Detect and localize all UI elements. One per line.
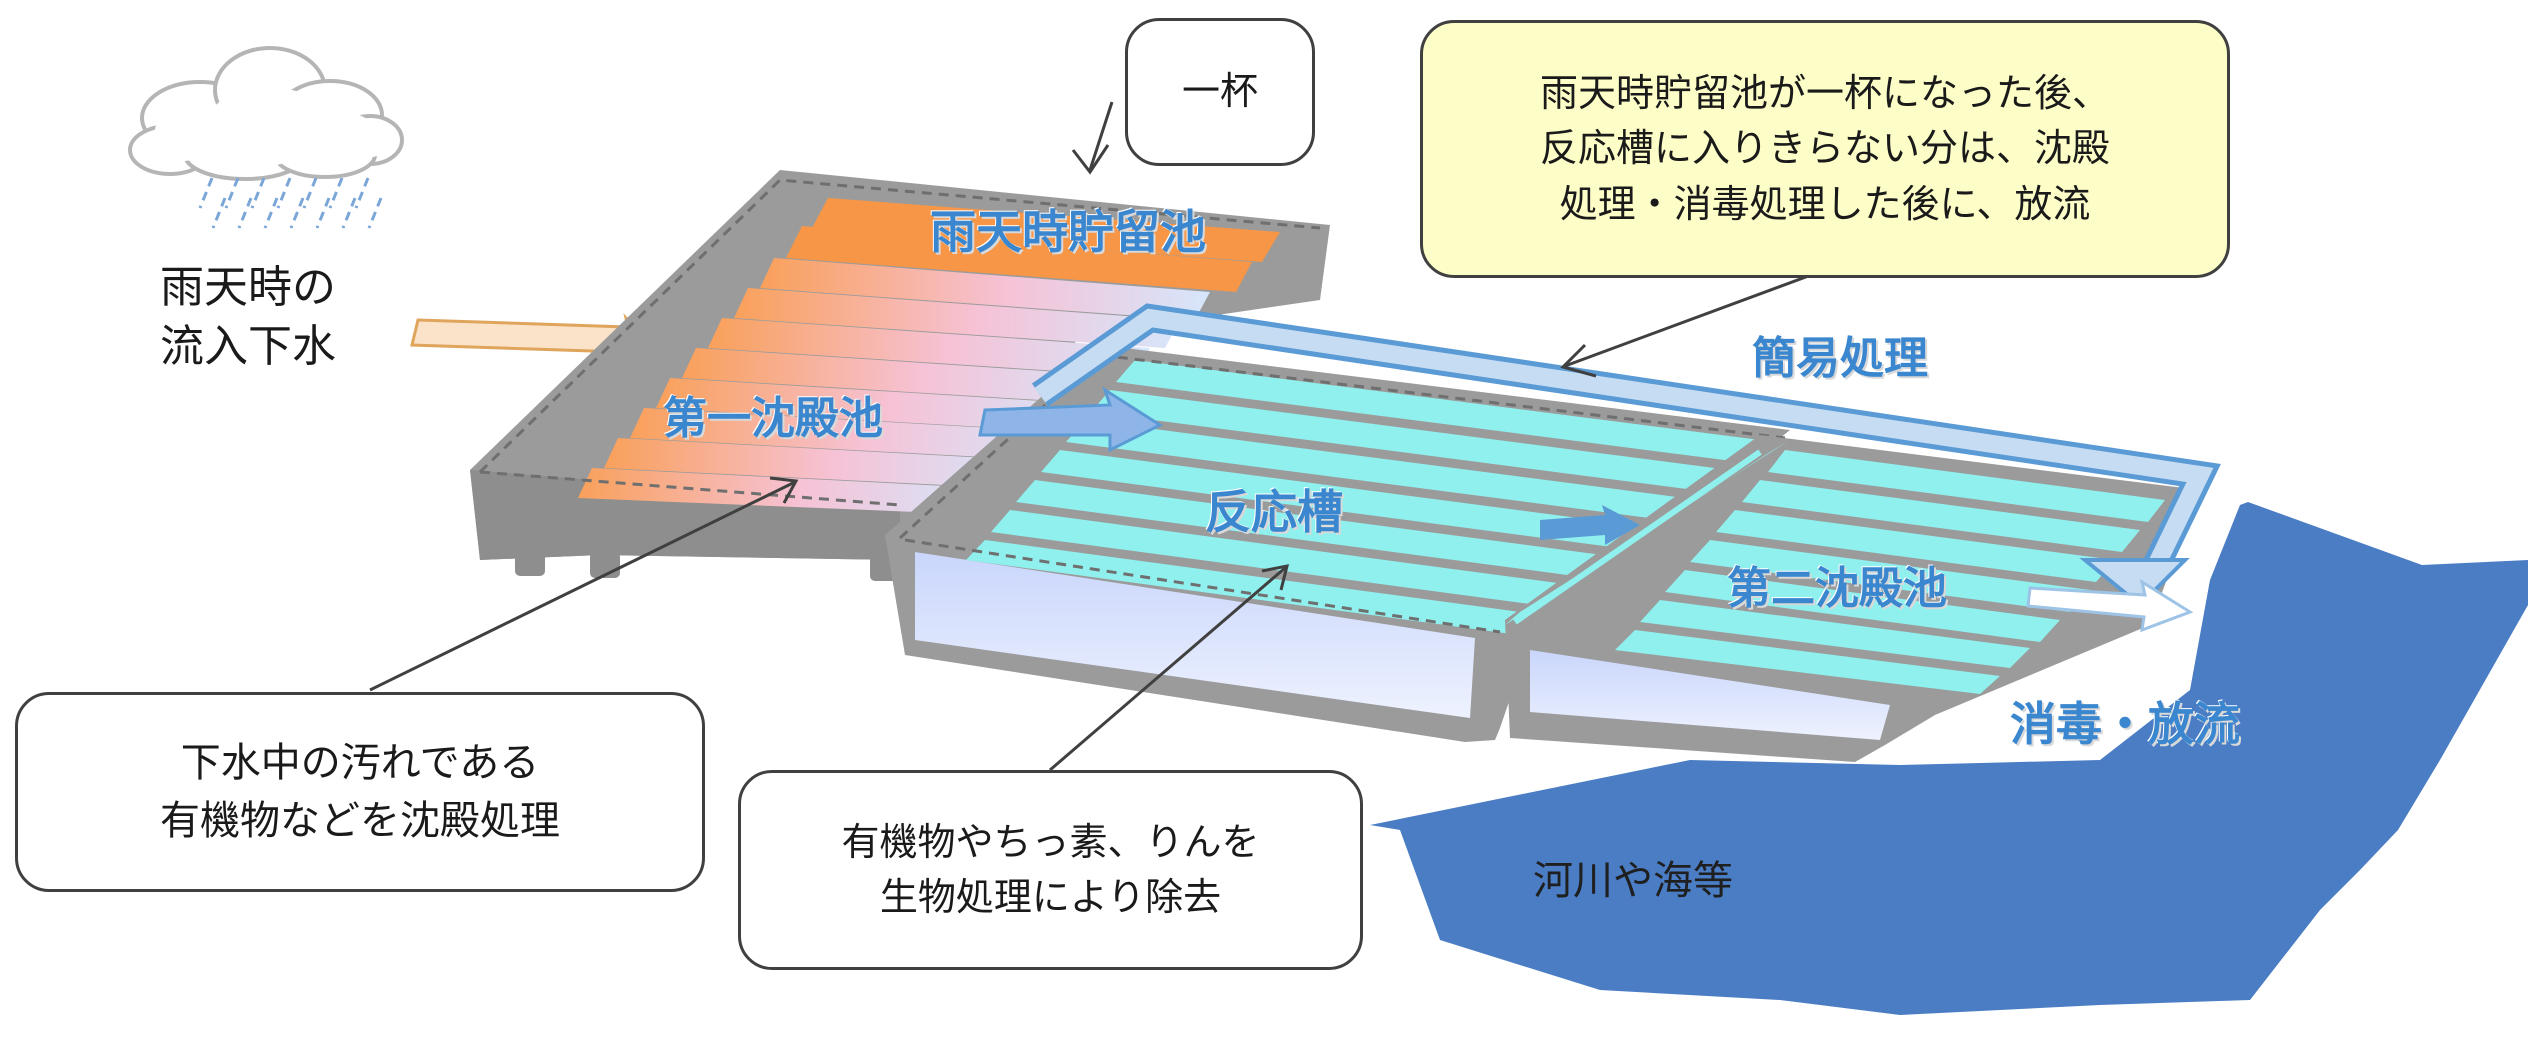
callout-full-text: 一杯: [1181, 69, 1258, 114]
inflow-label: 雨天時の 流入下水: [160, 258, 336, 377]
callout-reaction-line: 有機物やちっ素、りんを: [841, 819, 1260, 864]
storage-pond-label: 雨天時貯留池: [930, 205, 1206, 259]
primary-block: [470, 170, 1330, 581]
flow-arrow-icon: [1540, 505, 1640, 545]
flow-arrow-icon: [2026, 578, 2194, 633]
inflow-label-line: 流入下水: [160, 321, 336, 373]
callout-pointers: [369, 101, 1831, 772]
callout-reaction-line: 生物処理により除去: [879, 875, 1222, 919]
flow-arrow-icon: [978, 386, 1164, 453]
callout-primary: 下水中の汚れである 有機物などを沈殿処理: [15, 692, 705, 892]
simple-treatment-label: 簡易処理: [1752, 333, 1928, 384]
callout-overflow-line: 処理・消毒処理した後に、放流: [1559, 181, 2091, 226]
callout-primary-line: 有機物などを沈殿処理: [160, 798, 560, 844]
secondary-tank-block: [1505, 435, 2200, 762]
callout-primary-line: 下水中の汚れである: [180, 740, 540, 786]
callout-overflow-note: 雨天時貯留池が一杯になった後、 反応槽に入りきらない分は、沈殿 処理・消毒処理し…: [1420, 20, 2230, 278]
secondary-tank-label: 第二沈殿池: [1727, 563, 1947, 614]
callout-overflow-line: 反応槽に入りきらない分は、沈殿: [1539, 126, 2110, 171]
inflow-label-line: 雨天時の: [160, 262, 336, 313]
reaction-tank-label: 反応槽: [1205, 485, 1343, 539]
river-shape: [1370, 502, 2528, 1015]
callout-reaction: 有機物やちっ素、りんを 生物処理により除去: [738, 770, 1363, 970]
bypass-route-arrow: [1031, 303, 2221, 608]
river-label: 河川や海等: [1533, 858, 1733, 904]
callout-overflow-line: 雨天時貯留池が一杯になった後、: [1539, 71, 2110, 116]
primary-tank-label: 第一沈殿池: [663, 393, 883, 444]
callout-full: 一杯: [1125, 18, 1315, 166]
disinfection-label: 消毒・放流: [2010, 697, 2240, 751]
rain-cloud-icon: [128, 46, 404, 229]
